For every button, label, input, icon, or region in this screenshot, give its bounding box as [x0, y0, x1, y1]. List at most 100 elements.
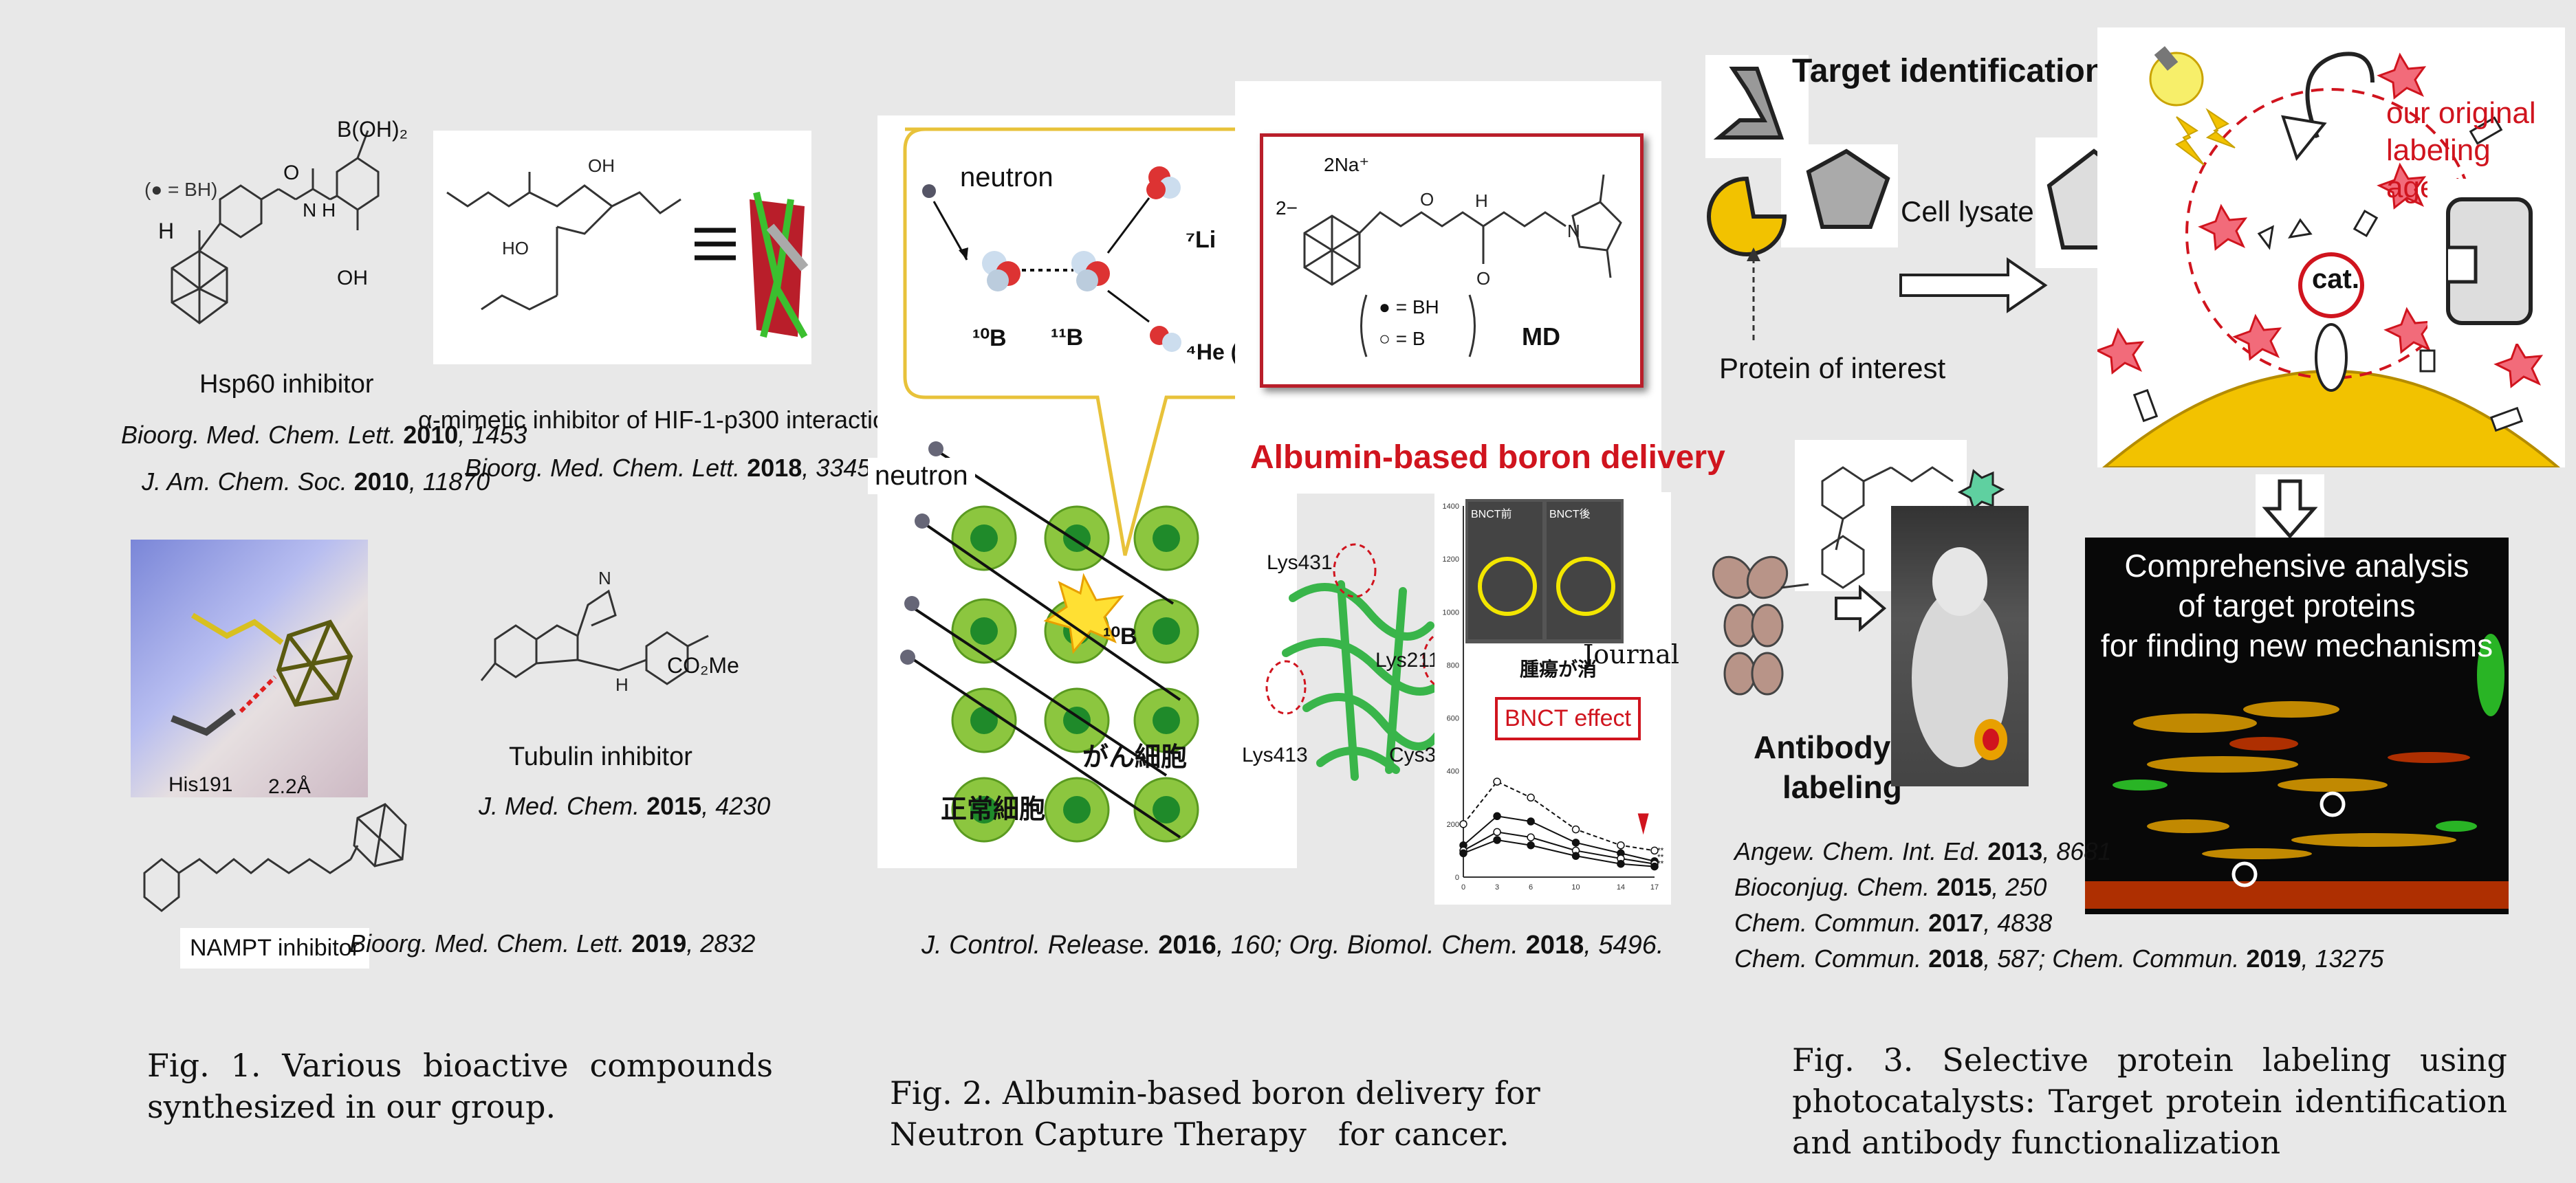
down-arrow: [2256, 474, 2324, 543]
y-tick-label: 200: [1447, 821, 1459, 829]
na-label: 2Na⁺: [1324, 154, 1370, 175]
gel-image: Comprehensive analysis of target protein…: [2085, 538, 2509, 914]
data-point: [1650, 862, 1659, 871]
nampt-label: NAMPT inhibitor: [180, 928, 369, 969]
o-label: O: [283, 162, 300, 184]
b11-nucleus: [1071, 251, 1110, 291]
docking-image: [131, 540, 368, 797]
red-arrow: [1637, 813, 1649, 835]
before-tumor-ring: [1478, 557, 1537, 616]
svg-text:N: N: [1567, 221, 1580, 241]
x-tick-label: 17: [1650, 883, 1659, 892]
y-tick-label: 400: [1447, 768, 1459, 776]
tubulin-structure: N H: [480, 568, 709, 695]
neutron-left-label: neutron: [868, 458, 975, 494]
fig3-ref-2: Bioconjug. Chem. 2015, 250: [1734, 873, 2047, 901]
bnct-effect-box: BNCT effect: [1495, 697, 1641, 740]
figure-2-ref: J. Control. Release. 2016, 160; Org. Bio…: [921, 931, 1664, 960]
x-tick-label: 14: [1617, 883, 1625, 892]
tubulin-label: Tubulin inhibitor: [509, 742, 692, 771]
y-tick-label: 1000: [1443, 608, 1459, 617]
comp-line-3: for finding new mechanisms: [2100, 628, 2493, 663]
data-point: [1571, 825, 1580, 834]
data-point: [1459, 849, 1467, 858]
svg-text:N: N: [598, 568, 611, 588]
significance-label: **: [1657, 852, 1664, 862]
his191-label: His191: [168, 773, 233, 796]
target-id-title: Target identification: [1792, 53, 2106, 89]
data-point: [1650, 846, 1659, 855]
data-point: [1493, 812, 1501, 821]
significance-label: **: [1657, 859, 1664, 869]
hif-label: α-mimetic inhibitor of HIF-1-p300 intera…: [418, 406, 901, 434]
after-label: BNCT後: [1549, 509, 1591, 520]
nh-label: N H: [303, 199, 336, 221]
hif-structure: OH HO: [446, 155, 809, 339]
data-point: [1493, 836, 1501, 844]
md-panel: O H N O 2Na⁺ 2− ● = BH ○ = B MD Albumin-…: [1235, 81, 1725, 494]
figure-2: neutron ¹⁰B ¹¹B ⁷Li ⁴He (α) neutron ¹⁰B …: [853, 0, 1725, 1183]
tumor-jp-label: 腫瘍が消: [1520, 659, 1597, 680]
fig3-ref-1: Angew. Chem. Int. Ed. 2013, 8681: [1734, 837, 2112, 865]
series-line: [1463, 831, 1655, 865]
b10-label: ¹⁰B: [972, 325, 1007, 351]
lys211-label: Lys211: [1375, 649, 1440, 672]
cancer-cell-label: がん細胞: [1082, 743, 1188, 772]
cell-lysate-label: Cell lysate: [1901, 195, 2034, 228]
photo-before: BNCT前: [1468, 502, 1542, 639]
oh-label: OH: [337, 267, 368, 289]
cat-label: cat.: [2312, 264, 2359, 294]
protein-interest-arrow: [1747, 247, 1760, 340]
data-point: [1527, 841, 1535, 850]
md-label: MD: [1522, 322, 1560, 351]
nampt-ref: Bioorg. Med. Chem. Lett. 2019, 2832: [349, 929, 756, 958]
svg-text:H: H: [1475, 190, 1488, 211]
li7-label: ⁷Li: [1186, 227, 1216, 253]
data-point: [1493, 777, 1501, 786]
data-point: [1459, 820, 1467, 828]
albumin-title: Albumin-based boron delivery: [1250, 439, 1725, 476]
h-label: H: [158, 219, 175, 243]
data-point: [1571, 852, 1580, 860]
photo-after: BNCT後: [1547, 502, 1621, 639]
series-line: [1463, 780, 1655, 852]
y-tick-label: 1400: [1443, 502, 1459, 511]
x-tick-label: 6: [1529, 883, 1533, 892]
data-point: [1571, 839, 1580, 847]
fig3-ref-4: Chem. Commun. 2018, 587; Chem. Commun. 2…: [1734, 944, 2384, 973]
tubulin-ref: J. Med. Chem. 2015, 4230: [479, 792, 771, 820]
fig3-ref-3: Chem. Commun. 2017, 4838: [1734, 909, 2053, 937]
bh-note: (● = BH): [144, 179, 218, 200]
lysate-arrow: [1899, 257, 2048, 313]
series-line: [1463, 815, 1655, 862]
y-tick-label: 800: [1447, 661, 1459, 670]
svg-text:HO: HO: [502, 238, 529, 258]
data-point: [1617, 841, 1625, 850]
svg-text:O: O: [1420, 189, 1434, 210]
lys431-label: Lys431: [1267, 551, 1333, 574]
y-tick-label: 0: [1455, 874, 1459, 882]
hsp60-label: Hsp60 inhibitor: [199, 370, 374, 399]
protein-shapes: [1705, 55, 1898, 256]
figure-1-caption: Fig. 1. Various bioactive compounds synt…: [147, 1047, 773, 1125]
he4-nucleus: [1150, 326, 1181, 352]
data-point: [1527, 817, 1535, 826]
b10-nucleus: [982, 251, 1020, 291]
li7-nucleus: [1146, 166, 1181, 199]
antibody-label-2: labeling: [1782, 769, 1902, 805]
normal-cell-label: 正常細胞: [941, 795, 1046, 824]
figure-2-caption: Fig. 2. Albumin-based boron delivery for…: [890, 1074, 1540, 1153]
protein-interest-label: Protein of interest: [1719, 352, 1946, 384]
svg-text:OH: OH: [588, 155, 615, 176]
svg-text:H: H: [615, 674, 629, 695]
b10-star: [1043, 573, 1124, 654]
significance-label: **: [1657, 845, 1664, 855]
legend-b: ○ = B: [1379, 328, 1426, 349]
y-tick-label: 600: [1447, 715, 1459, 723]
distance-label: 2.2Å: [268, 775, 311, 798]
bnct-mechanism: [900, 127, 1271, 843]
b11-label: ¹¹B: [1051, 324, 1084, 351]
y-tick-label: 1200: [1443, 555, 1459, 564]
